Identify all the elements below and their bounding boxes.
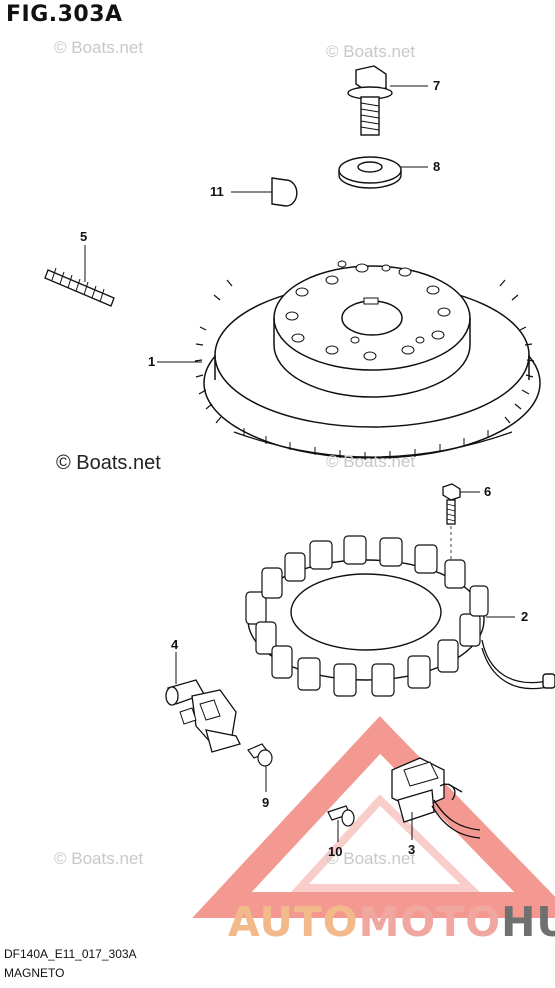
callout-9: 9: [262, 795, 270, 810]
brand-part-moto: MOTO: [358, 898, 502, 946]
watermark-bottom-right: © Boats.net: [326, 849, 416, 868]
part-11-woodruff-key: [271, 177, 298, 207]
part-10-screw: [327, 805, 355, 827]
flywheel-ring-gear-teeth: [194, 279, 535, 424]
part-8-washer: [338, 156, 402, 189]
part-7-flange-bolt: [347, 65, 393, 136]
callout-1: 1: [148, 354, 156, 369]
callout-6: 6: [484, 484, 492, 499]
stator-coil-windings: [245, 535, 489, 697]
watermark-top-right: © Boats.net: [326, 42, 416, 61]
callout-2: 2: [521, 609, 529, 624]
part-5-spring-pin: [44, 267, 115, 307]
callout-11: 11: [210, 184, 224, 199]
callout-7: 7: [433, 78, 441, 93]
part-9-screw: [247, 743, 273, 767]
callout-5: 5: [80, 229, 88, 244]
watermark-top-left: © Boats.net: [54, 38, 144, 57]
brand-part-hub: HUB: [501, 898, 555, 946]
part-1-flywheel-rotor: [194, 260, 541, 460]
brand-part-auto: AUTO: [228, 898, 359, 946]
part-4-pulser-coil: [165, 679, 241, 753]
flywheel-bolt-holes: [285, 260, 451, 361]
callout-10: 10: [328, 844, 343, 859]
callout-8: 8: [433, 159, 441, 174]
watermark-bottom-left: © Boats.net: [54, 849, 144, 868]
figure-title: FIG.303A: [6, 2, 123, 27]
figure-caption: MAGNETO: [4, 966, 65, 980]
figure-code: DF140A_E11_017_303A: [4, 947, 137, 961]
part-6-stator-bolt: [442, 483, 461, 525]
watermark-mid-left: © Boats.net: [56, 452, 161, 474]
automotohub-brand-text: AUTOMOTOHUB: [228, 898, 555, 946]
watermark-mid-right: © Boats.net: [326, 452, 416, 471]
part-2-stator-coil: [245, 535, 555, 697]
part-3-sensor-assembly: [391, 757, 481, 839]
automotohub-triangle-logo: [192, 716, 555, 918]
callout-3: 3: [408, 842, 416, 857]
callout-4: 4: [171, 637, 179, 652]
